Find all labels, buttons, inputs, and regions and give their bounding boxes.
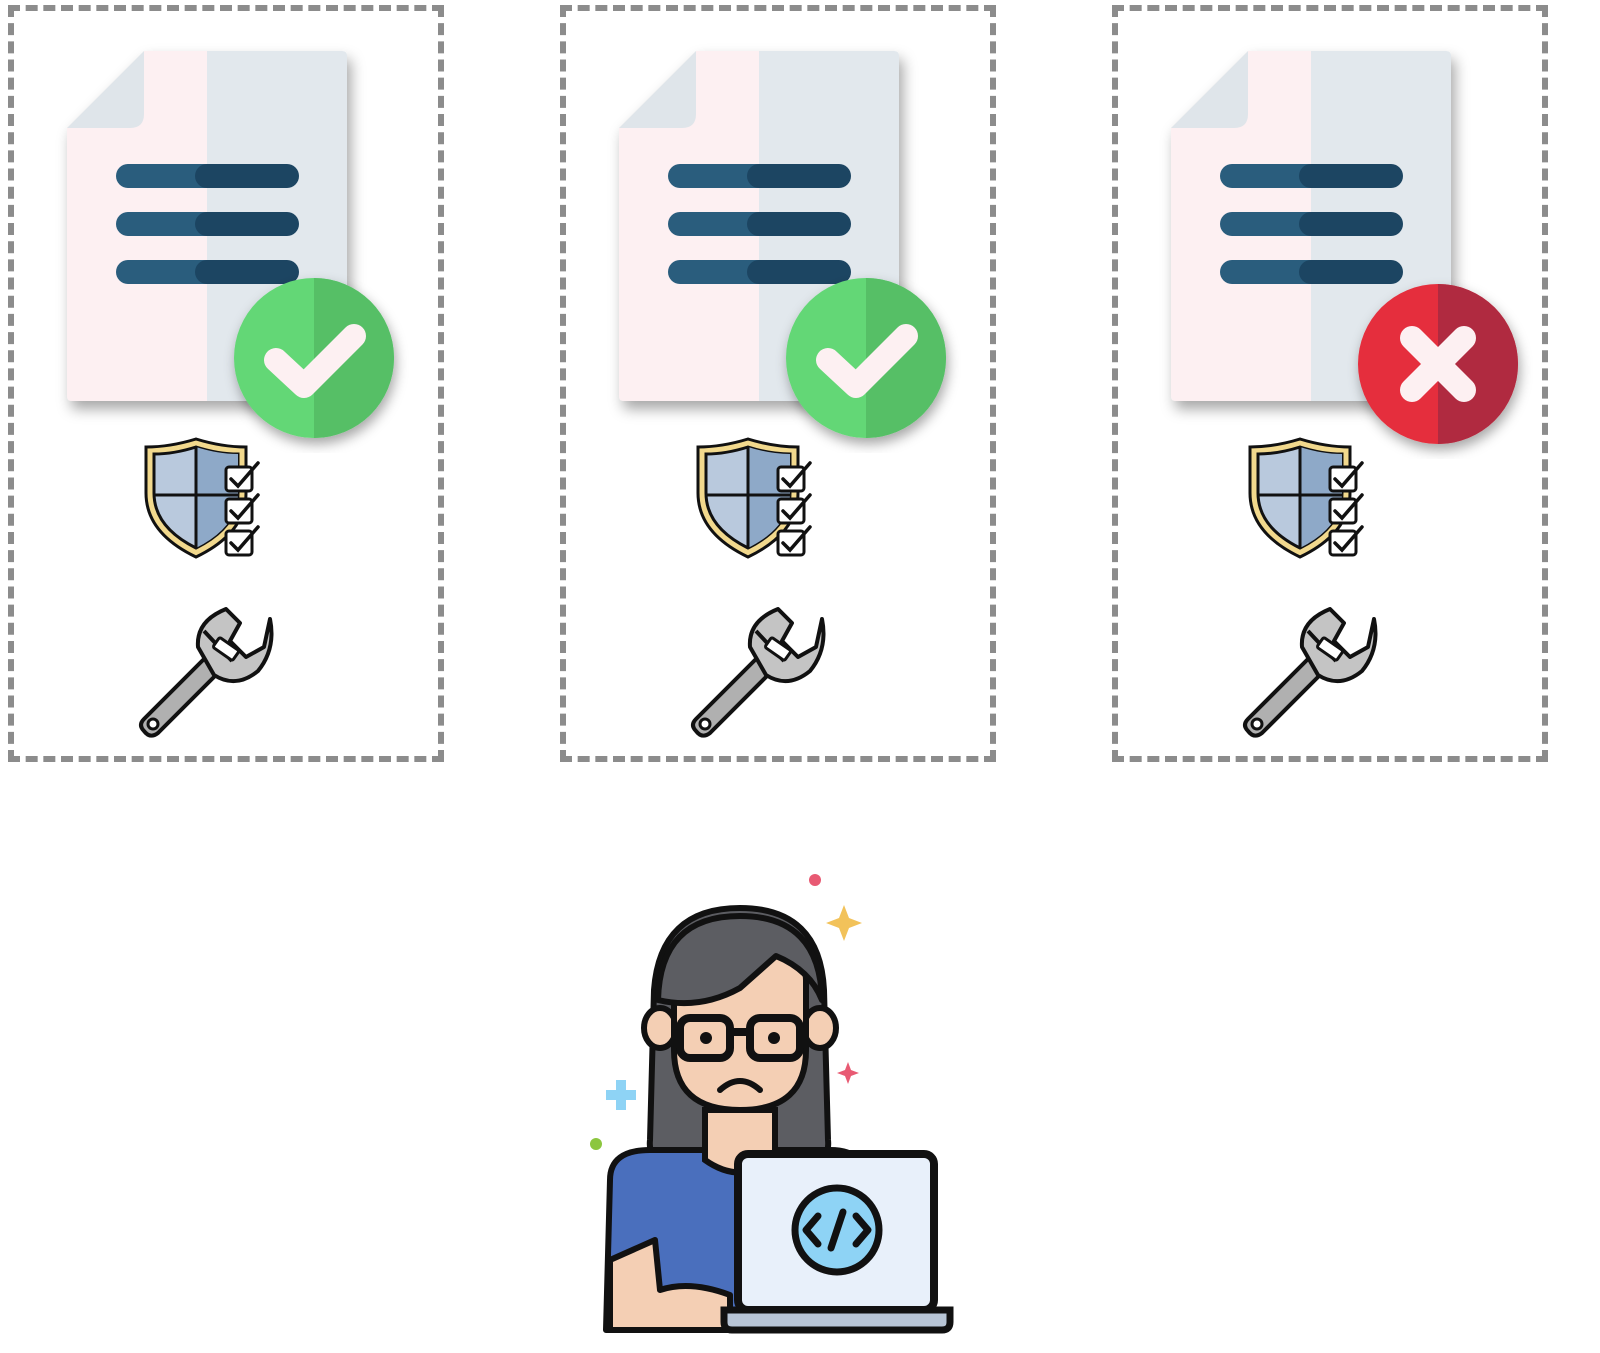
document-icon: [67, 51, 347, 401]
panel-1: [8, 5, 444, 762]
shield-checklist-icon: [1248, 437, 1364, 559]
wrench-icon: [691, 607, 826, 738]
wrench-icon: [139, 607, 274, 738]
sparkle-plus-icon: [606, 1080, 636, 1110]
sparkle-dot-icon: [809, 874, 821, 886]
document-icon: [619, 51, 899, 401]
developer-with-laptop-icon: [590, 874, 954, 1334]
document-icon: [1171, 51, 1451, 401]
check-icon: [234, 278, 394, 438]
panel-3: [1112, 5, 1548, 762]
shield-checklist-icon: [696, 437, 812, 559]
check-icon: [786, 278, 946, 438]
sparkle-dot-icon: [590, 1138, 602, 1150]
panel-2: [560, 5, 996, 762]
sparkle-star-icon: [826, 905, 862, 941]
shield-checklist-icon: [144, 437, 260, 559]
cross-icon: [1358, 284, 1518, 444]
wrench-icon: [1243, 607, 1378, 738]
sparkle-star-icon: [837, 1062, 859, 1084]
